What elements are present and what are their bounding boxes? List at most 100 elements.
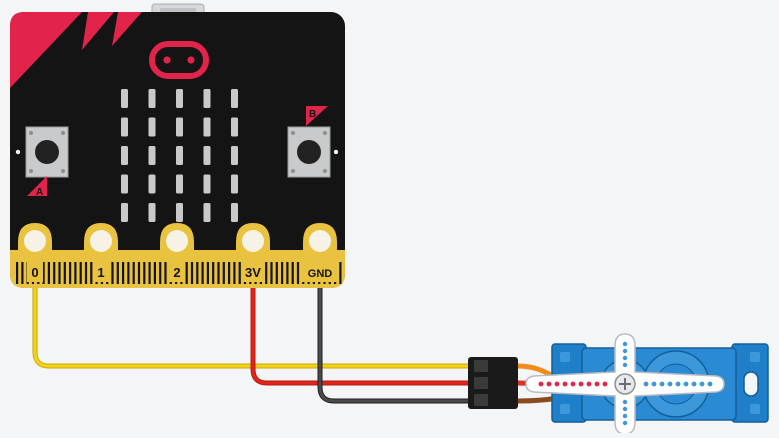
button-b-label: B — [309, 109, 316, 120]
microbit-logo — [149, 41, 209, 79]
horn-hole — [622, 341, 628, 347]
connector-tooth — [201, 262, 204, 284]
servo-motor[interactable] — [525, 333, 769, 435]
horn-hole — [622, 355, 628, 361]
connector-tooth — [164, 262, 167, 284]
horn-hole — [602, 381, 608, 387]
button-a[interactable] — [25, 126, 69, 178]
pin-label: 0 — [31, 265, 38, 280]
connector-tooth — [233, 262, 236, 284]
pin-label: 2 — [173, 265, 180, 280]
horn-hole — [570, 381, 576, 387]
connector-tooth — [153, 262, 156, 284]
horn-hole — [651, 381, 657, 387]
led — [231, 146, 238, 165]
connector-tooth — [69, 262, 72, 284]
led — [121, 89, 128, 108]
connector-tooth — [137, 262, 141, 284]
connector-tooth — [159, 262, 162, 284]
led — [203, 117, 211, 137]
pin-2[interactable]: 2 — [160, 223, 194, 282]
horn-hole — [622, 362, 628, 368]
pin-label-bg — [302, 262, 338, 282]
led — [148, 146, 156, 165]
led — [231, 117, 238, 137]
led — [203, 174, 211, 194]
connector-tooth — [212, 262, 215, 284]
pin-hole — [309, 230, 331, 252]
pin-hole — [90, 230, 112, 252]
connector-tooth — [42, 262, 45, 284]
connector-tooth — [127, 262, 130, 284]
pin-label-bg — [93, 262, 109, 282]
connector-tooth — [265, 262, 268, 284]
horn-holes — [538, 341, 713, 426]
horn-hole — [675, 381, 681, 387]
horn-hole — [667, 381, 673, 387]
pin-label: 1 — [97, 265, 104, 280]
led — [148, 117, 156, 137]
led — [176, 146, 183, 165]
connector-tooth — [90, 262, 93, 284]
connector-tooth — [228, 262, 231, 284]
connector-tooth — [286, 262, 289, 284]
connector-tooth — [74, 262, 77, 284]
pin-0[interactable]: 0 — [18, 223, 52, 282]
horn-hole — [586, 381, 592, 387]
horn-hole — [622, 420, 628, 426]
pin-label: GND — [308, 268, 333, 280]
servo-horn[interactable] — [525, 333, 725, 435]
connector-tooth — [190, 262, 194, 284]
connector-tooth — [238, 262, 241, 284]
horn-hole — [707, 381, 713, 387]
pins: 0 1 2 3V GND — [18, 223, 338, 282]
button-a-label: A — [36, 187, 43, 198]
connector-tooth — [222, 262, 225, 284]
horn-hole — [538, 381, 544, 387]
led — [121, 146, 128, 165]
connector-tooth — [21, 262, 24, 284]
button-b[interactable] — [287, 126, 331, 178]
led — [203, 89, 211, 108]
pin-3v[interactable]: 3V — [236, 223, 270, 282]
led — [176, 203, 183, 222]
connector-tooth — [339, 262, 342, 284]
connector-tooth — [111, 262, 114, 284]
pin-hole — [242, 230, 264, 252]
horn-hole — [578, 381, 584, 387]
pin-label: 3V — [245, 265, 261, 280]
connector-tooth — [143, 262, 146, 284]
connector-tooth — [296, 262, 300, 284]
horn-hole — [622, 406, 628, 412]
pin-1[interactable]: 1 — [84, 223, 118, 282]
connector-tooth — [16, 262, 19, 284]
led — [231, 89, 238, 108]
led — [176, 117, 183, 137]
led — [231, 203, 238, 222]
horn-hole — [683, 381, 689, 387]
led — [203, 203, 211, 222]
connector-tooth — [116, 262, 119, 284]
pin-label-bg — [241, 262, 265, 282]
horn-hole — [643, 381, 649, 387]
pin-gnd[interactable]: GND — [302, 223, 338, 282]
wires — [32, 275, 477, 404]
connector-tooth — [185, 262, 188, 284]
horn-hole — [699, 381, 705, 387]
connector-tooth — [291, 262, 294, 284]
horn-hole — [622, 413, 628, 419]
button-a-marker: A — [27, 176, 47, 198]
led — [203, 146, 211, 165]
connector-tooth — [281, 262, 284, 284]
connector-tooth — [79, 262, 82, 284]
horn-hole — [594, 381, 600, 387]
led — [121, 117, 128, 137]
connector-tooth — [270, 262, 273, 284]
led — [121, 203, 128, 222]
led — [121, 174, 128, 194]
horn-hole — [546, 381, 552, 387]
connector-tooth — [132, 262, 135, 284]
horn-hole — [659, 381, 665, 387]
